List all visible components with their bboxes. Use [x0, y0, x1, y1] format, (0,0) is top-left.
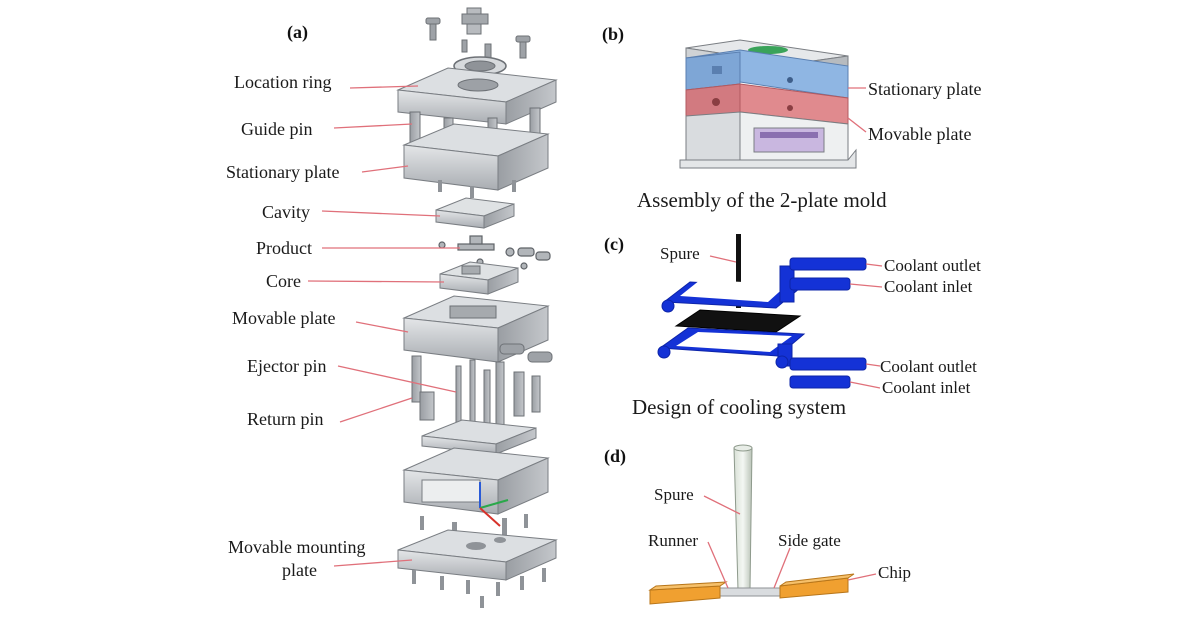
cooling-channels-icon — [657, 257, 867, 389]
label-stationary-plate-a: Stationary plate — [226, 162, 339, 182]
runner-icon — [719, 587, 781, 597]
label-spure-c: Spure — [660, 244, 700, 263]
label-coolant-outlet-bottom: Coolant outlet — [880, 357, 977, 376]
label-coolant-inlet-bottom: Coolant inlet — [882, 378, 971, 397]
caption-cooling: Design of cooling system — [632, 395, 846, 419]
top-screws-icon — [425, 7, 531, 59]
assembly-lower-frame-icon — [679, 111, 857, 169]
label-spure-d: Spure — [654, 485, 694, 504]
panel-a-leaders — [307, 85, 460, 567]
top-clamp-plate-icon — [396, 67, 558, 125]
core-icon — [439, 261, 519, 295]
label-stationary-plate-b: Stationary plate — [868, 79, 981, 99]
panel-d-tag: (d) — [604, 446, 626, 467]
panel-b-leaders — [847, 87, 867, 133]
spacer-block-icon — [402, 447, 550, 515]
label-core: Core — [266, 271, 301, 291]
label-coolant-inlet-top: Coolant inlet — [884, 277, 973, 296]
cooling-spure-icon — [736, 234, 741, 308]
label-movable-plate-a: Movable plate — [232, 308, 335, 328]
label-location-ring: Location ring — [234, 72, 331, 92]
label-return-pin: Return pin — [247, 409, 324, 429]
panel-c-leaders — [709, 255, 883, 389]
label-product: Product — [256, 238, 312, 258]
ejector-plate-icon — [421, 419, 537, 455]
mounting-bolts-icon — [412, 568, 546, 608]
cavity-insert-icon — [435, 197, 515, 229]
stationary-plate-icon — [402, 123, 550, 191]
movable-mounting-plate-icon — [397, 529, 558, 581]
panel-c-tag: (c) — [604, 234, 624, 255]
label-guide-pin: Guide pin — [241, 119, 313, 139]
panel-b-assembly: (b) St — [602, 24, 981, 212]
label-chip: Chip — [878, 563, 911, 582]
label-coolant-outlet-top: Coolant outlet — [884, 256, 981, 275]
caption-assembly: Assembly of the 2-plate mold — [637, 188, 887, 212]
assembly-location-ring-icon — [748, 46, 788, 54]
panel-d-leaders — [703, 495, 877, 589]
label-side-gate: Side gate — [778, 531, 841, 550]
label-ejector-pin: Ejector pin — [247, 356, 326, 376]
cavity-screws-icon — [438, 180, 516, 198]
panel-a-exploded-mold: (a) — [226, 7, 558, 608]
panel-b-tag: (b) — [602, 24, 624, 45]
movable-plate-icon — [402, 295, 553, 363]
assembly-stationary-plate-icon — [685, 49, 849, 99]
chip-icon — [648, 573, 855, 605]
label-runner: Runner — [648, 531, 698, 550]
assembly-movable-plate-icon — [685, 83, 849, 125]
panel-a-tag: (a) — [287, 22, 308, 43]
label-movable-mounting-plate-1: Movable mounting — [228, 537, 366, 557]
label-cavity: Cavity — [262, 202, 310, 222]
panel-c-cooling-system: (c) Spure — [604, 234, 981, 419]
product-icon — [438, 235, 551, 270]
panel-d-runner-system: (d) Spure Runner Side gate Chip — [604, 444, 911, 605]
ejector-pins-icon — [411, 355, 541, 441]
axis-triad-icon — [479, 482, 509, 527]
runner-spure-icon — [733, 444, 753, 591]
label-movable-mounting-plate-2: plate — [282, 560, 317, 580]
label-movable-plate-b: Movable plate — [868, 124, 971, 144]
